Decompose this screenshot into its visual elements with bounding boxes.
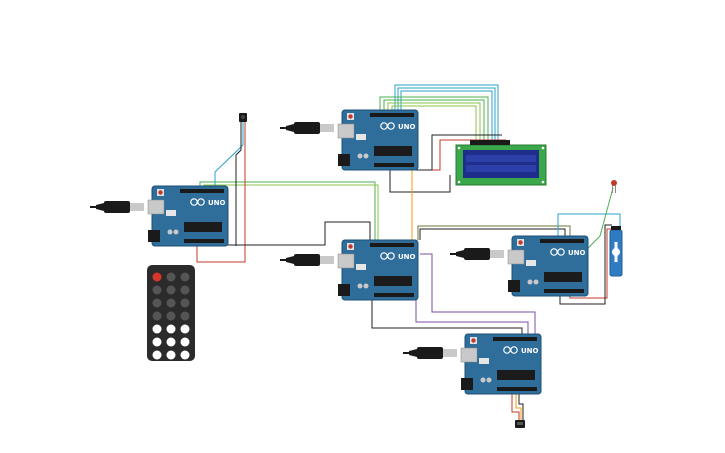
usb-cable-middle [280,254,334,266]
remote-button-8 [166,350,176,360]
arduino-board-right: UNO [507,235,589,297]
board-label: UNO [521,347,539,355]
remote-button-up [180,298,190,308]
board-label: UNO [568,249,586,257]
remote-button-7 [152,350,162,360]
remote-button-6 [180,337,190,347]
servo-motor [609,226,623,277]
remote-button-grid [152,272,190,360]
remote-button-5 [166,337,176,347]
ir-receiver [239,113,247,122]
remote-button-play-pause [166,285,176,295]
arduino-board-middle: UNO [337,239,419,301]
remote-button-4 [152,337,162,347]
remote-button-power [152,272,162,282]
remote-button-2 [166,324,176,334]
usb-cable-left [90,201,144,213]
remote-button-down [152,298,162,308]
board-label: UNO [208,199,226,207]
remote-button-9 [180,350,190,360]
lcd-display [455,140,547,186]
arduino-board-bottom: UNO [460,333,542,395]
remote-button-prev [152,285,162,295]
remote-button-eq [166,311,176,321]
remote-button-0 [152,311,162,321]
remote-button-1 [152,324,162,334]
remote-button-st-rept [180,311,190,321]
usb-cable-bottom [403,347,457,359]
led [611,180,617,193]
board-label: UNO [398,123,416,131]
remote-button-vol-minus [166,298,176,308]
arduino-board-top: UNO [337,109,419,171]
board-label: UNO [398,253,416,261]
temperature-sensor [515,420,525,428]
usb-cable-right [450,248,504,260]
arduino-board-left: UNO [147,185,229,247]
remote-button-3 [180,324,190,334]
remote-button-vol-plus [166,272,176,282]
remote-button-func-stop [180,272,190,282]
remote-button-next [180,285,190,295]
usb-cable-top [280,122,334,134]
